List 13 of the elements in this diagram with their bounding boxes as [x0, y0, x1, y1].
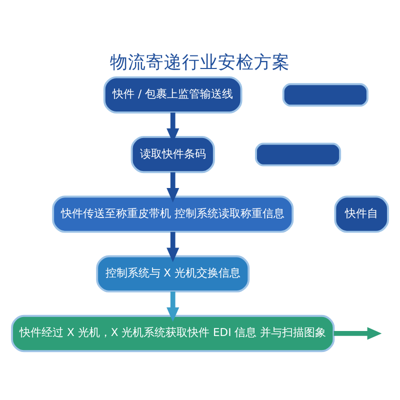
node-box: 快件自: [334, 195, 389, 232]
node-box: 快件 / 包裹上监管输送线: [103, 76, 242, 113]
node-box: 读取快件条码: [130, 135, 215, 173]
node-box: [282, 82, 368, 106]
node-box: 控制系统与 X 光机交换信息: [96, 254, 250, 292]
diagram-title: 物流寄递行业安检方案: [110, 52, 290, 72]
node-box: 快件经过 X 光机，X 光机系统获取快件 EDI 信息 并与扫描图象: [11, 314, 335, 352]
node-box: [255, 142, 342, 166]
arrow: [166, 172, 180, 202]
arrow: [166, 291, 180, 322]
node-box: 快件传送至称重皮带机 控制系统读取称重信息: [52, 195, 294, 232]
arrow: [334, 326, 382, 340]
arrow: [166, 231, 180, 262]
